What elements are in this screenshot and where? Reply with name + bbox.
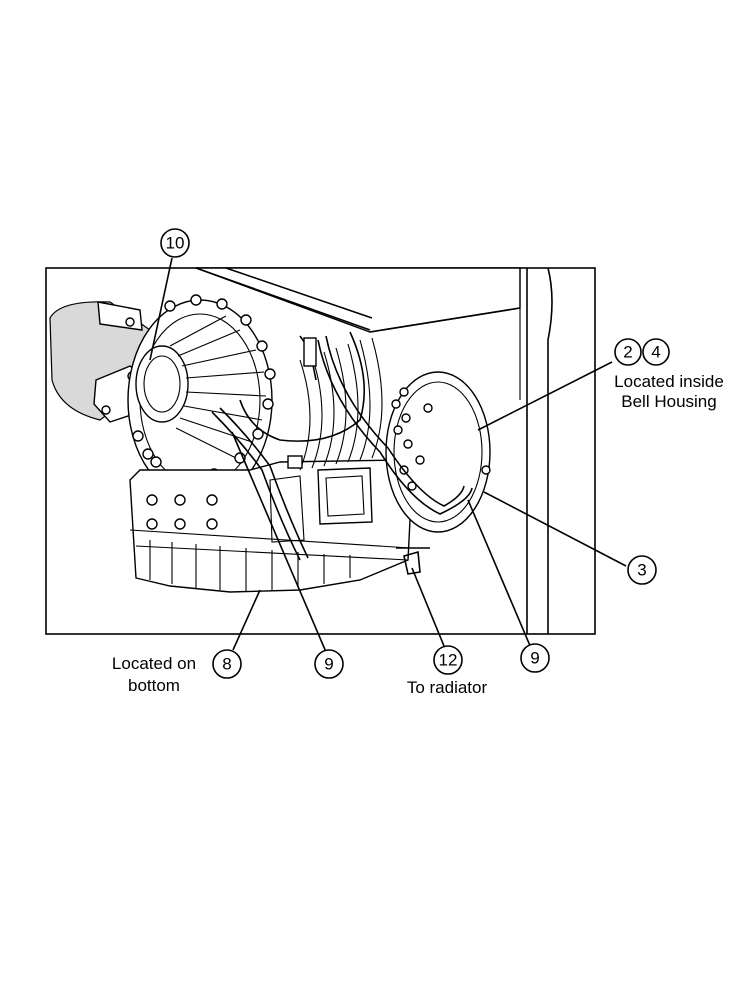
callout-10: 10: [160, 228, 190, 258]
note-bell-housing-line1: Located inside: [614, 372, 724, 391]
leader-9a: [231, 431, 327, 653]
leader-lines: [149, 257, 627, 653]
callout-9a: 9: [314, 649, 344, 679]
leader-3: [483, 491, 627, 567]
transmission-illustration: [49, 267, 553, 634]
callout-3-label: 3: [637, 561, 646, 580]
callout-9b: 9: [520, 643, 550, 673]
callout-10-label: 10: [166, 234, 185, 253]
callout-3: 3: [627, 555, 657, 585]
callout-4: 4: [642, 338, 670, 366]
leader-10: [149, 257, 173, 361]
leader-9b: [467, 499, 532, 649]
note-bottom-line1: Located on: [112, 654, 196, 673]
callout-8: 8: [212, 649, 242, 679]
leader-12: [411, 567, 445, 647]
callout-12: 12: [433, 645, 463, 675]
callout-9a-label: 9: [324, 655, 333, 674]
callout-12-label: 12: [439, 651, 458, 670]
note-to-radiator: To radiator: [407, 678, 488, 697]
callout-8-label: 8: [222, 655, 231, 674]
note-bell-housing-line2: Bell Housing: [621, 392, 716, 411]
note-bottom-line2: bottom: [128, 676, 180, 695]
callout-2-label: 2: [623, 343, 632, 362]
callout-9b-label: 9: [530, 649, 539, 668]
leader-2-4: [477, 361, 613, 431]
leader-8: [232, 589, 261, 651]
callout-2: 2: [614, 338, 642, 366]
callout-4-label: 4: [651, 343, 660, 362]
